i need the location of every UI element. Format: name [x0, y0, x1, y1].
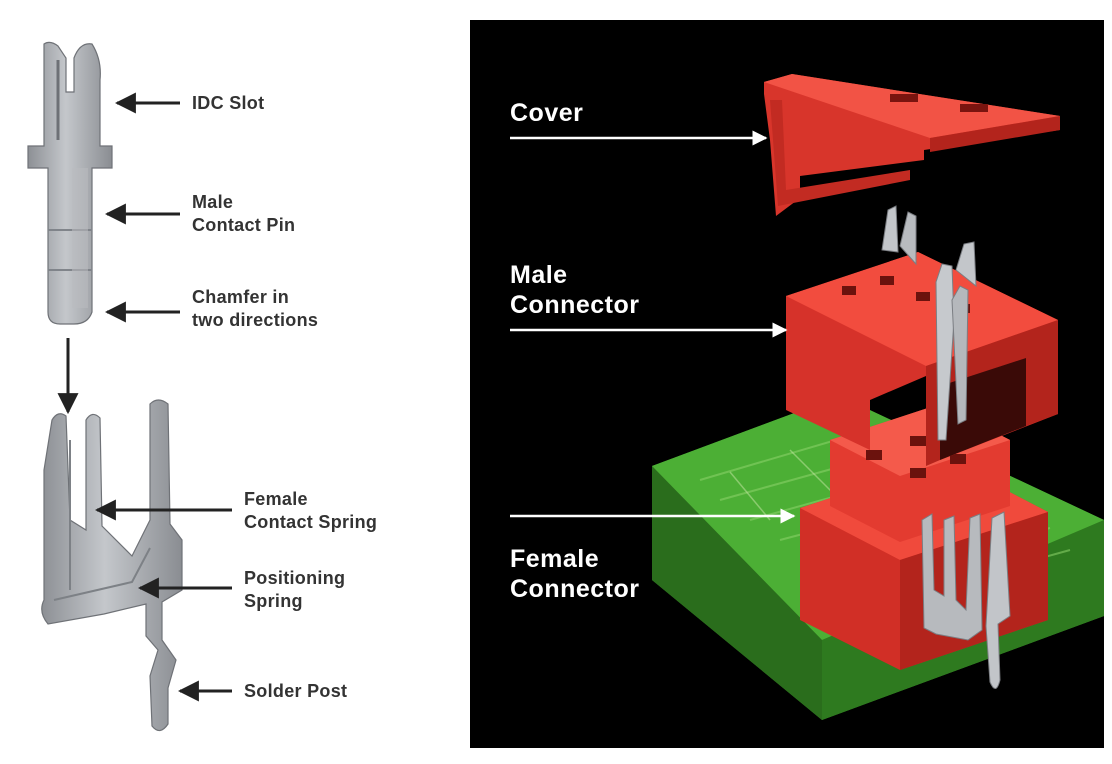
female-contact-spring-illustration	[41, 399, 183, 732]
cover-body	[764, 74, 1060, 216]
male-contact-pin-illustration	[27, 41, 113, 325]
cover-label: Cover	[510, 99, 584, 127]
female-contact-spring-label: Female Contact Spring	[244, 489, 378, 532]
male-connector-label: Male Connector	[510, 261, 640, 319]
exploded-connector-illustration	[510, 74, 1104, 720]
exploded-connector-panel: Cover Male Connector Female Connector	[470, 20, 1104, 748]
contact-illustration-area	[27, 41, 232, 732]
male-connector-contacts	[881, 205, 977, 441]
female-connector-contacts	[921, 511, 1011, 689]
positioning-spring-label: Positioning Spring	[244, 568, 346, 611]
male-contact-pin-label: Male Contact Pin	[192, 192, 296, 235]
solder-post-label: Solder Post	[244, 681, 348, 701]
chamfer-label: Chamfer in two directions	[192, 287, 319, 330]
female-connector-label: Female Connector	[510, 545, 640, 603]
idc-slot-label: IDC Slot	[192, 93, 265, 113]
